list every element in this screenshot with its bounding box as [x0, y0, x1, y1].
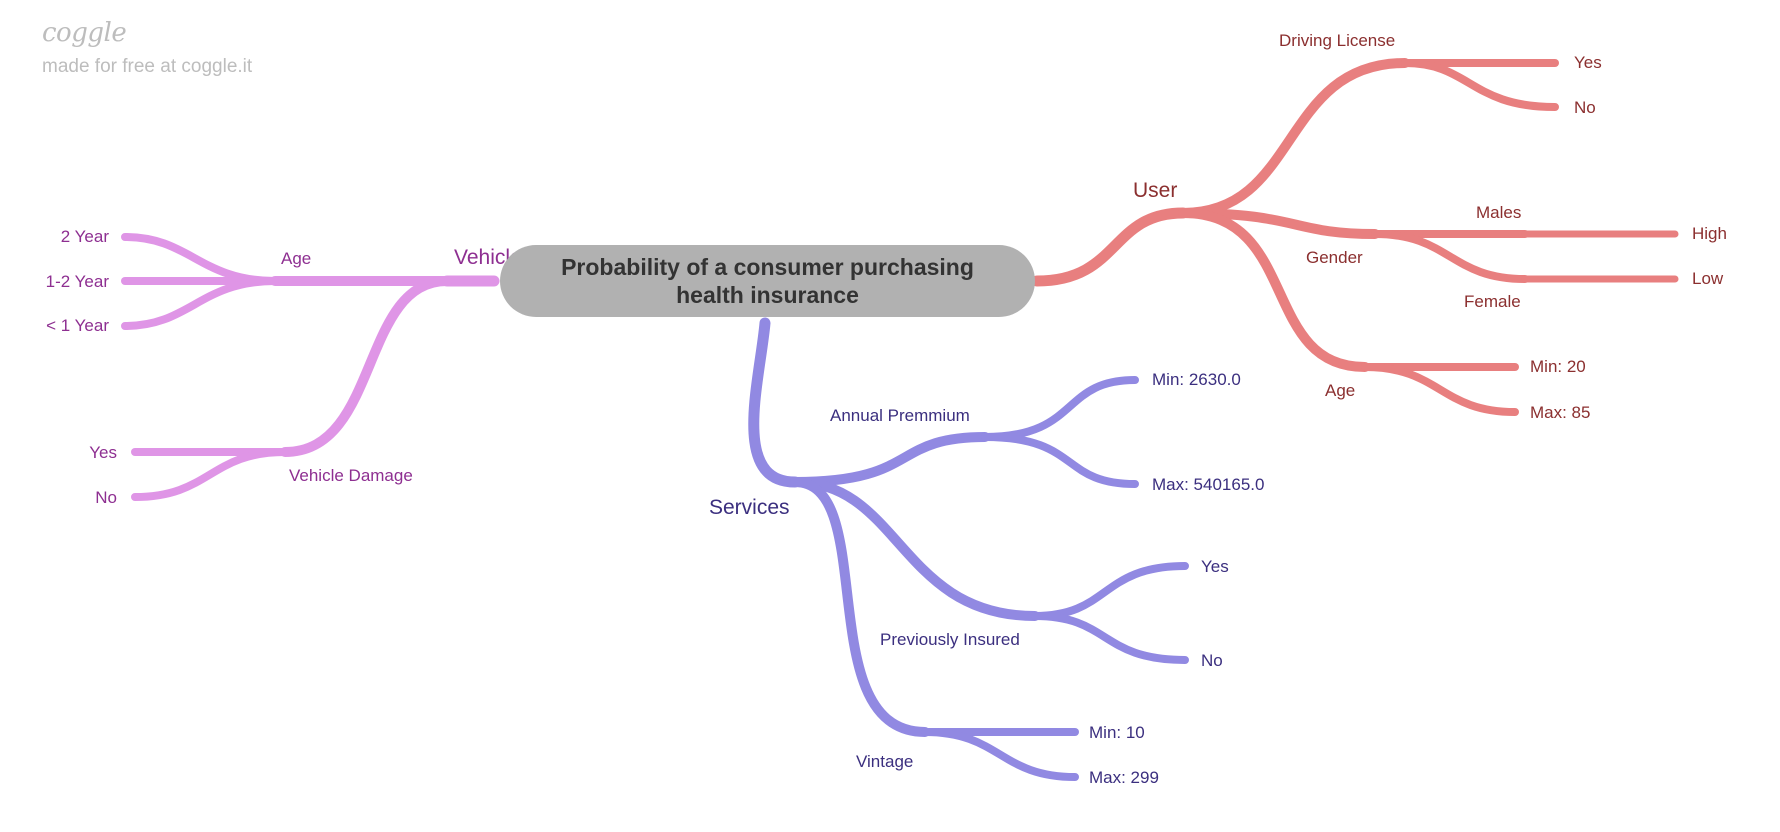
- branch-age-less-1-year: [121, 277, 279, 330]
- label-age-max: Max: 85: [1530, 403, 1590, 422]
- label-vin-min: Min: 10: [1089, 723, 1145, 742]
- branch-vd-no: [131, 448, 289, 501]
- branch-age-2-year: [121, 233, 279, 285]
- branch-gender-female: [1371, 230, 1529, 283]
- branch-user-age: [1178, 208, 1370, 372]
- label-one-two-year: 1-2 Year: [46, 272, 110, 291]
- label-gender: Gender: [1306, 248, 1363, 267]
- label-low: Low: [1692, 269, 1724, 288]
- branch-root-services: [748, 317, 801, 488]
- label-dl-yes: Yes: [1574, 53, 1602, 72]
- label-driving-license: Driving License: [1279, 31, 1395, 50]
- label-age-min: Min: 20: [1530, 357, 1586, 376]
- label-vehicle-damage: Vehicle Damage: [289, 466, 413, 485]
- label-pi-no: No: [1201, 651, 1223, 670]
- branch-pi-yes: [1031, 562, 1189, 620]
- coggle-branding: coggle made for free at coggle.it: [42, 18, 252, 78]
- branch-pi-no: [1031, 612, 1189, 664]
- root-node[interactable]: Probability of a consumer purchasing hea…: [500, 245, 1035, 317]
- label-ap-max: Max: 540165.0: [1152, 475, 1264, 494]
- label-female: Female: [1464, 292, 1521, 311]
- label-previously-insured: Previously Insured: [880, 630, 1020, 649]
- label-dl-no: No: [1574, 98, 1596, 117]
- label-annual-premium: Annual Premmium: [830, 406, 970, 425]
- coggle-tagline: made for free at coggle.it: [42, 56, 253, 77]
- label-vd-no: No: [95, 488, 117, 507]
- label-ap-min: Min: 2630.0: [1152, 370, 1241, 389]
- branch-vin-max: [921, 728, 1079, 781]
- label-males: Males: [1476, 203, 1521, 222]
- label-user: User: [1133, 179, 1177, 202]
- branch-services-annual-premium: [790, 432, 990, 487]
- label-user-age: Age: [1325, 381, 1355, 400]
- branch-dl-no: [1401, 59, 1559, 111]
- label-vehicle-age: Age: [281, 249, 311, 268]
- branch-ap-max: [981, 433, 1139, 488]
- branch-services-vintage: [790, 477, 930, 737]
- label-less-one-year: < 1 Year: [46, 316, 109, 335]
- label-vin-max: Max: 299: [1089, 768, 1159, 787]
- branch-user-driving-license: [1178, 58, 1410, 218]
- label-two-year: 2 Year: [61, 227, 110, 246]
- branch-age-max: [1361, 363, 1519, 416]
- branch-services-previously-insured: [790, 477, 1040, 621]
- label-vd-yes: Yes: [89, 443, 117, 462]
- label-high: High: [1692, 224, 1727, 243]
- label-services: Services: [709, 496, 790, 519]
- branch-ap-min: [981, 376, 1139, 441]
- label-vintage: Vintage: [856, 752, 913, 771]
- root-node-label: Probability of a consumer purchasing hea…: [561, 254, 974, 308]
- branch-user-gender: [1178, 208, 1380, 239]
- label-pi-yes: Yes: [1201, 557, 1229, 576]
- branch-root-user: [1031, 207, 1189, 287]
- coggle-logo: coggle: [42, 18, 127, 48]
- branch-vehicle-damage: [280, 276, 452, 457]
